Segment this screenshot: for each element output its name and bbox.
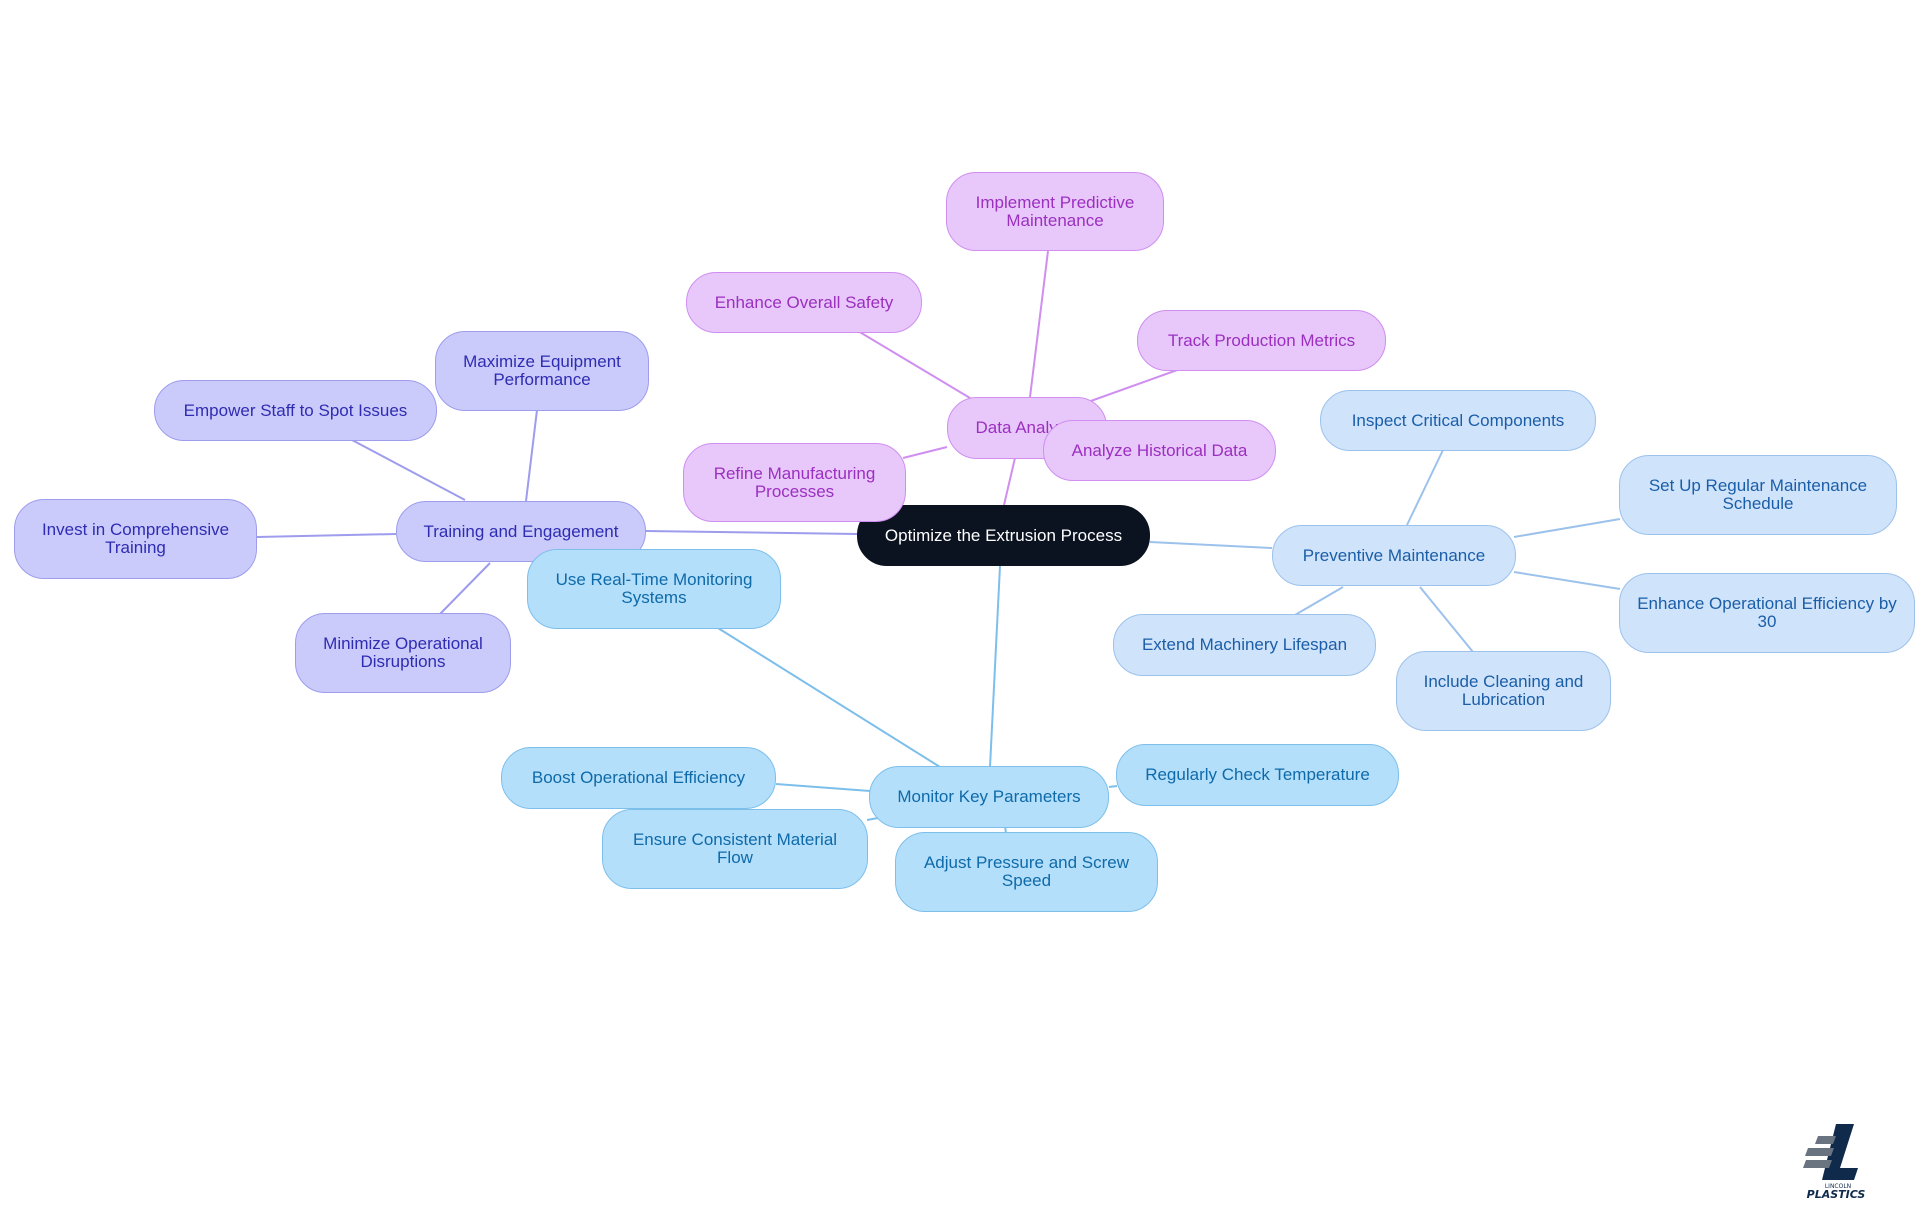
node-label: Boost Operational Efficiency	[531, 768, 746, 787]
node-label: Extend Machinery Lifespan	[1141, 635, 1348, 654]
edge-mon-boost	[775, 783, 871, 792]
node-label: Enhance Operational Efficiency by 30	[1637, 594, 1897, 631]
node-adjust-pressure-screw-speed[interactable]: Adjust Pressure and Screw Speed	[895, 832, 1158, 912]
branch-monitoring-label: Monitor Key Parameters	[897, 787, 1081, 806]
edge-data-predictive	[1029, 250, 1049, 398]
edge-central-training	[645, 530, 858, 535]
node-extend-machinery-lifespan[interactable]: Extend Machinery Lifespan	[1113, 614, 1376, 676]
node-empower-staff[interactable]: Empower Staff to Spot Issues	[154, 380, 437, 441]
central-node[interactable]: Optimize the Extrusion Process	[857, 505, 1150, 566]
node-label: Regularly Check Temperature	[1145, 765, 1370, 784]
node-real-time-monitoring[interactable]: Use Real-Time Monitoring Systems	[527, 549, 781, 629]
edge-prev-inspect	[1406, 449, 1444, 526]
node-label: Implement Predictive Maintenance	[975, 192, 1135, 230]
edge-prev-cleaning	[1419, 586, 1474, 653]
edge-mon-realtime	[717, 627, 941, 768]
edge-central-preventive	[1149, 541, 1273, 549]
node-minimize-operational-disruptions[interactable]: Minimize Operational Disruptions	[295, 613, 511, 693]
node-label: Minimize Operational Disruptions	[323, 634, 483, 671]
node-label: Use Real-Time Monitoring Systems	[555, 570, 753, 607]
node-regularly-check-temperature[interactable]: Regularly Check Temperature	[1116, 744, 1399, 806]
node-inspect-critical-components[interactable]: Inspect Critical Components	[1320, 390, 1596, 451]
node-invest-comprehensive-training[interactable]: Invest in Comprehensive Training	[14, 499, 257, 579]
branch-training-label: Training and Engagement	[423, 521, 619, 541]
edge-data-metrics	[1087, 368, 1181, 403]
edge-data-safety	[857, 330, 971, 399]
logo-text-bottom: PLASTICS	[1807, 1188, 1866, 1200]
lincoln-plastics-logo-icon: LINCOLN PLASTICS	[1803, 1124, 1866, 1201]
company-logo: LINCOLN PLASTICS	[1800, 1120, 1876, 1201]
node-consistent-material-flow[interactable]: Ensure Consistent Material Flow	[602, 809, 868, 889]
node-label: Adjust Pressure and Screw Speed	[923, 853, 1130, 890]
node-enhance-overall-safety[interactable]: Enhance Overall Safety	[686, 272, 922, 333]
edge-training-empower	[351, 439, 466, 501]
logo-text-top: LINCOLN	[1825, 1183, 1851, 1190]
branch-monitor-key-parameters[interactable]: Monitor Key Parameters	[869, 766, 1109, 828]
node-label: Ensure Consistent Material Flow	[632, 830, 838, 867]
node-analyze-historical-data[interactable]: Analyze Historical Data	[1043, 420, 1276, 481]
node-refine-manufacturing-processes[interactable]: Refine Manufacturing Processes	[683, 443, 906, 522]
branch-preventive-maintenance[interactable]: Preventive Maintenance	[1272, 525, 1516, 586]
branch-preventive-label: Preventive Maintenance	[1302, 545, 1486, 565]
node-implement-predictive-maintenance[interactable]: Implement Predictive Maintenance	[946, 172, 1164, 251]
node-maximize-equipment-performance[interactable]: Maximize Equipment Performance	[435, 331, 649, 411]
node-label: Empower Staff to Spot Issues	[183, 400, 408, 420]
central-node-label: Optimize the Extrusion Process	[884, 525, 1123, 545]
node-label: Refine Manufacturing Processes	[713, 463, 876, 501]
edge-prev-schedule	[1513, 518, 1621, 538]
node-label: Maximize Equipment Performance	[463, 352, 621, 389]
node-label: Analyze Historical Data	[1071, 440, 1248, 460]
edge-mon-temp	[1108, 785, 1118, 788]
edge-data-refine	[902, 446, 948, 459]
node-enhance-operational-efficiency[interactable]: Enhance Operational Efficiency by 30	[1619, 573, 1915, 653]
edge-central-monitoring	[989, 565, 1001, 768]
branch-training-engagement[interactable]: Training and Engagement	[396, 501, 646, 562]
edge-training-invest	[256, 533, 397, 538]
node-label: Invest in Comprehensive Training	[41, 520, 230, 557]
edge-prev-efficiency	[1513, 571, 1621, 590]
edge-prev-lifespan	[1294, 586, 1344, 616]
edge-training-minimize	[439, 562, 491, 615]
node-label: Track Production Metrics	[1167, 330, 1356, 350]
node-cleaning-lubrication[interactable]: Include Cleaning and Lubrication	[1396, 651, 1611, 731]
node-label: Include Cleaning and Lubrication	[1423, 672, 1584, 709]
node-label: Inspect Critical Components	[1351, 410, 1565, 430]
node-regular-maintenance-schedule[interactable]: Set Up Regular Maintenance Schedule	[1619, 455, 1897, 535]
node-label: Set Up Regular Maintenance Schedule	[1648, 476, 1868, 513]
node-boost-operational-efficiency[interactable]: Boost Operational Efficiency	[501, 747, 776, 809]
node-label: Enhance Overall Safety	[714, 292, 894, 312]
edge-training-maximize	[525, 409, 538, 502]
node-track-production-metrics[interactable]: Track Production Metrics	[1137, 310, 1386, 371]
